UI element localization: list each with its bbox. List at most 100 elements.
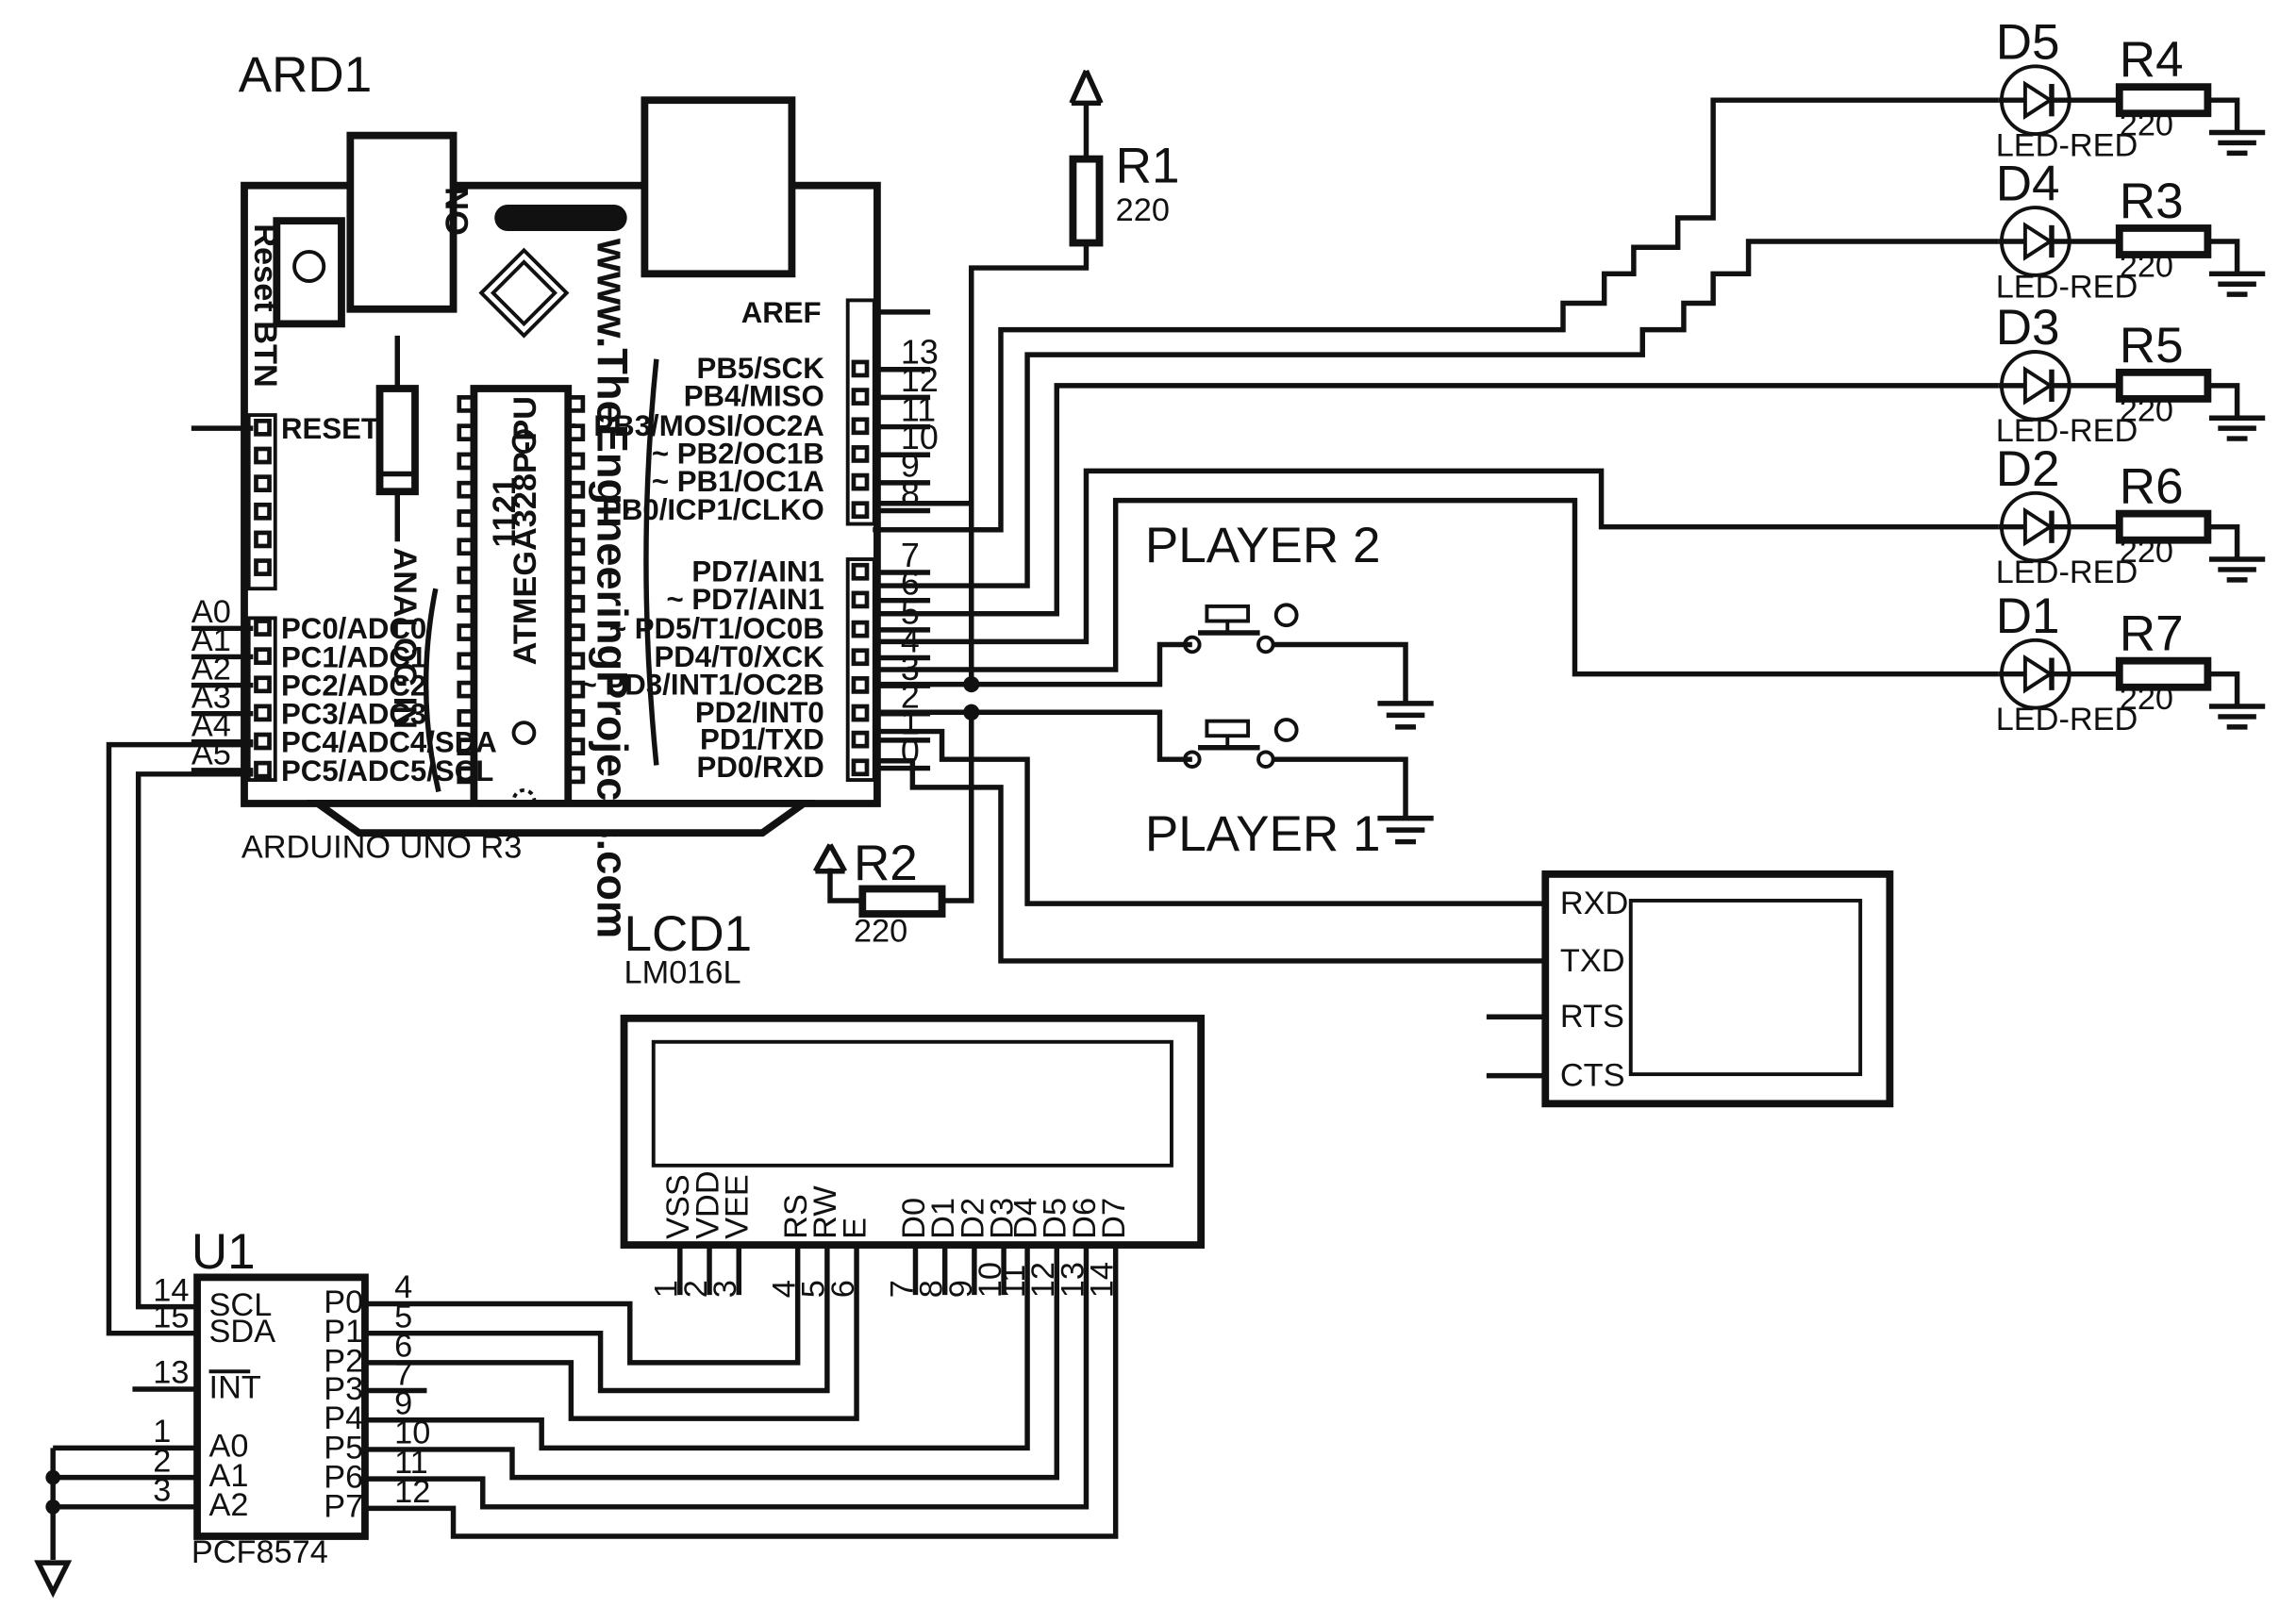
terminal-pin-cts: CTS — [1560, 1058, 1625, 1094]
analog-pin-label: PC1/ADC1 — [281, 640, 426, 673]
terminal-pin-txd: TXD — [1560, 943, 1625, 979]
lcd-pin-name: E — [837, 1218, 873, 1239]
digital-pin-number: 2 — [901, 678, 920, 716]
led-type: LED-RED — [1996, 555, 2138, 590]
pcf-pin-number: 12 — [394, 1474, 430, 1510]
digital-pin — [851, 359, 870, 378]
usb-connector — [346, 131, 458, 313]
terminal-pin-rxd: RXD — [1560, 886, 1628, 921]
led-ref: D2 — [1996, 441, 2060, 497]
led-array: D5LED-REDR4220D4LED-REDR3220D3LED-REDR52… — [1996, 15, 2266, 737]
lcd-pin-name: D7 — [1096, 1198, 1132, 1239]
lcd-pin-name: D2 — [955, 1198, 990, 1239]
lcd-pin-number: 12 — [1025, 1262, 1061, 1298]
digital-pin-label: ~ PD3/INT1/OC2B — [580, 669, 824, 702]
pcf-pin-name: P5 — [324, 1430, 363, 1466]
pcf-pin-number: 11 — [394, 1445, 428, 1481]
digital-pin — [851, 648, 870, 667]
analog-net-label: A0 — [191, 594, 231, 630]
player-2-button[interactable]: PLAYER 2 — [1145, 518, 1434, 730]
digital-pin-label: PD4/T0/XCK — [654, 640, 824, 673]
analog-pin — [254, 619, 272, 637]
lcd-pin-number: 2 — [678, 1280, 714, 1298]
digital-pin-label: PB4/MISO — [684, 380, 824, 413]
digital-pin-number: 8 — [901, 474, 920, 512]
lcd-pin-name: D3 — [984, 1198, 1020, 1239]
lcd-pin-number: 14 — [1085, 1262, 1121, 1298]
pcf-pin-name: A0 — [209, 1429, 249, 1465]
resistor-ref: R6 — [2120, 459, 2184, 515]
digital-pin — [851, 417, 870, 436]
atmega-chip: 1121 ATMEGA328P-PU — [457, 385, 586, 813]
pcf-pin-number: 15 — [153, 1299, 189, 1334]
lcd-pin-number: 9 — [943, 1280, 979, 1298]
r1-value: 220 — [1116, 192, 1170, 228]
digital-pin-number: 11 — [901, 390, 936, 428]
ground-arrow-icon — [34, 1560, 73, 1599]
pcf-pin-name: A1 — [209, 1458, 249, 1494]
pcf-pin-name: SCL — [209, 1287, 273, 1323]
led-ref: D3 — [1996, 300, 2060, 356]
pcf-pin-number: 7 — [394, 1356, 412, 1392]
digital-pin — [851, 620, 870, 638]
lcd-pin-number: 1 — [649, 1280, 685, 1298]
digital-pin-label: ~ PB2/OC1B — [652, 438, 824, 471]
player-1-label: PLAYER 1 — [1145, 806, 1381, 862]
resistor-value: 220 — [2120, 248, 2173, 284]
digital-pin-label: PD7/AIN1 — [691, 555, 824, 588]
pcf-pin-number: 6 — [394, 1329, 412, 1365]
digital-pin — [851, 730, 870, 749]
lcd-pin-number: 6 — [825, 1280, 861, 1298]
pcf-pin-number: 2 — [153, 1443, 171, 1479]
on-led — [494, 204, 627, 232]
lcd-pin-name: D6 — [1067, 1198, 1103, 1239]
resistor-ref: R3 — [2120, 174, 2184, 229]
lcd-pin-name: RS — [778, 1194, 814, 1239]
analog-pin-label: PC4/ADC4/SDA — [281, 726, 497, 759]
power-jack — [641, 96, 796, 278]
resistor-value: 220 — [2120, 108, 2173, 143]
digital-pin — [851, 388, 870, 406]
lcd-pin-name: VSS — [660, 1174, 696, 1239]
lcd-display: LCD1 LM016L VSS1VDD2VEE3RS4RW5E6D07D18D2… — [620, 906, 1206, 1299]
lcd-pin-number: 8 — [914, 1280, 950, 1298]
analog-pin-label: PC3/ADC3 — [281, 698, 426, 731]
led-type: LED-RED — [1996, 127, 2138, 163]
junction-dot — [963, 704, 980, 721]
digital-pin-label: PD2/INT0 — [695, 696, 824, 729]
junction-dot — [963, 676, 980, 693]
digital-pin — [851, 472, 870, 491]
resistor-value: 220 — [2120, 534, 2173, 570]
terminal-pin-rts: RTS — [1560, 999, 1624, 1035]
pcf-pin-number: 4 — [394, 1269, 412, 1305]
pcf-pin-number: 14 — [153, 1272, 189, 1308]
pcf-pin-name: P7 — [324, 1489, 363, 1525]
virtual-terminal: RXD TXD RTS CTS — [1541, 870, 1894, 1108]
board-notch — [306, 800, 816, 837]
digital-pin-label: PB0/ICP1/CLKO — [602, 493, 824, 526]
digital-pin — [851, 501, 870, 520]
pcf-pin-name: P4 — [324, 1400, 363, 1436]
arduino-board: ARD1 Reset BTN ON www.TheEngineeringProj… — [191, 47, 939, 938]
r1-ref: R1 — [1116, 139, 1180, 194]
analog-pin — [254, 675, 272, 694]
pcf-ref: U1 — [191, 1224, 256, 1280]
analog-in-label: ANALOG IN — [387, 548, 423, 730]
pcf-pin-number: 1 — [153, 1414, 171, 1450]
reset-button — [273, 217, 345, 328]
led-ref: D1 — [1996, 588, 2060, 644]
digital-pin-number: 12 — [901, 361, 939, 399]
lcd-pin-number: 11 — [996, 1265, 1032, 1299]
smd-chip-icon — [478, 247, 570, 339]
pcf-pin-name: P2 — [324, 1343, 363, 1379]
pcf-pin-number: 3 — [153, 1473, 171, 1509]
digital-pin-label: PD1/TXD — [700, 722, 824, 755]
player-1-button[interactable]: PLAYER 1 — [1145, 718, 1434, 862]
pcf-pin-name: A2 — [209, 1487, 249, 1523]
digital-pin — [851, 445, 870, 463]
analog-pin — [254, 760, 272, 779]
